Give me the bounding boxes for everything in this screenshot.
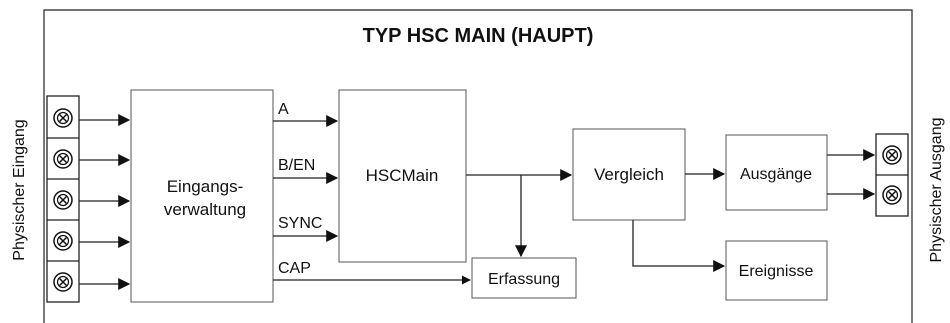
input-management-label-line1: Eingangs-: [167, 177, 244, 196]
input-management-label-line2: verwaltung: [164, 200, 246, 219]
capture-label: Erfassung: [488, 271, 560, 288]
screw-terminal-icon: [53, 149, 73, 169]
physical-output-label: Physischer Ausgang: [928, 118, 945, 263]
diagram-frame: [43, 9, 913, 323]
signal-sync-label: SYNC: [278, 215, 322, 232]
outputs-block: [725, 134, 828, 211]
physical-input-label: Physischer Eingang: [11, 119, 28, 260]
capture-block: [471, 257, 577, 299]
diagram-title: TYP HSC MAIN (HAUPT): [363, 25, 594, 47]
hscmain-block: [338, 89, 467, 263]
compare-label: Vergleich: [594, 165, 664, 184]
events-label: Ereignisse: [739, 263, 814, 280]
screw-terminal-icon: [53, 190, 73, 210]
signal-b-en-label: B/EN: [278, 157, 315, 174]
input-management-block: [130, 89, 274, 303]
hscmain-label: HSCMain: [366, 166, 439, 185]
input-arrows: [79, 114, 131, 290]
hscmain-output-lines: [466, 169, 573, 258]
screw-terminal-icon: [882, 185, 902, 205]
screw-terminal-icon: [53, 231, 73, 251]
output-arrows: [827, 149, 876, 200]
outputs-label: Ausgänge: [740, 166, 812, 183]
screw-terminal-icon: [882, 145, 902, 165]
signal-lines: [273, 115, 471, 285]
screw-terminal-icon: [53, 108, 73, 128]
signal-a-label: A: [278, 101, 289, 118]
signal-cap-label: CAP: [278, 260, 311, 277]
compare-block: [572, 128, 686, 221]
events-block: [725, 240, 828, 301]
compare-output-lines: [632, 168, 726, 272]
screw-terminal-icon: [53, 272, 73, 292]
